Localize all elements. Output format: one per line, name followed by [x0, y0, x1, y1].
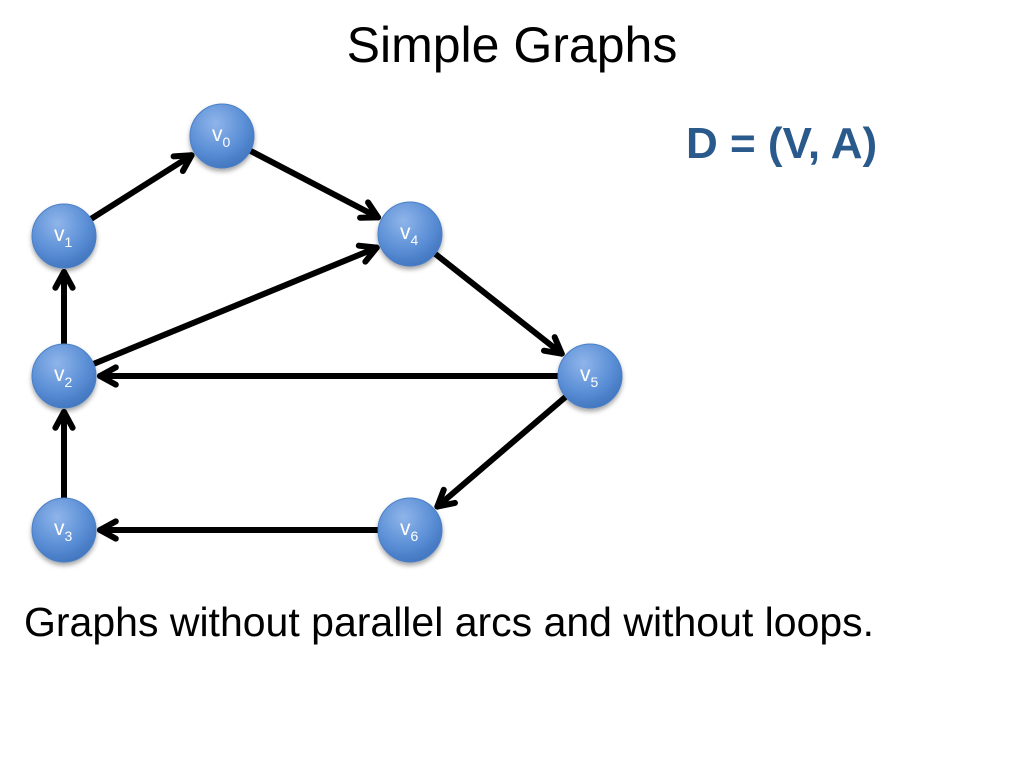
vertex-label: v6: [400, 517, 419, 544]
arc-v0-v4: [245, 146, 382, 221]
arrowhead-icon: [97, 364, 119, 388]
arrowhead-icon: [170, 152, 195, 174]
arrowhead-icon: [52, 269, 76, 291]
vertex-v6: v6: [377, 497, 443, 563]
vertex-label: v3: [54, 517, 73, 544]
directed-graph: v0 v1 v2 v3 v4 v5 v6: [31, 103, 623, 563]
vertex-v4: v4: [377, 201, 443, 267]
vertex-v3: v3: [31, 497, 97, 563]
arrowhead-icon: [355, 242, 380, 265]
arc-v3-v2: [52, 409, 76, 503]
vertex-v2: v2: [31, 343, 97, 409]
vertex-v1: v1: [31, 203, 97, 269]
arrowhead-icon: [434, 486, 458, 510]
vertex-label: v0: [212, 123, 231, 150]
arc-v1-v0: [86, 152, 195, 223]
arcs: [52, 146, 571, 542]
arrowhead-icon: [97, 518, 119, 542]
arrowhead-icon: [357, 199, 382, 221]
vertex-v5: v5: [557, 343, 623, 409]
arrowhead-icon: [52, 409, 76, 431]
vertices: v0 v1 v2 v3 v4 v5 v6: [31, 103, 623, 563]
arc-v4-v5: [430, 249, 565, 357]
digraph-definition: D = (V, A): [686, 119, 878, 168]
slide-title: Simple Graphs: [346, 17, 678, 73]
vertex-v0: v0: [189, 103, 255, 169]
arrowhead-icon: [540, 334, 565, 357]
arc-v6-v3: [97, 518, 383, 542]
vertex-label: v4: [400, 221, 419, 248]
arc-v2-v4: [88, 242, 380, 368]
caption: Graphs without parallel arcs and without…: [24, 599, 875, 645]
vertex-label: v1: [54, 223, 73, 250]
vertex-label: v2: [54, 363, 73, 390]
vertex-label: v5: [580, 363, 599, 390]
arc-v5-v6: [434, 392, 571, 510]
arc-v2-v1: [52, 269, 76, 349]
arc-v5-v2: [97, 364, 563, 388]
